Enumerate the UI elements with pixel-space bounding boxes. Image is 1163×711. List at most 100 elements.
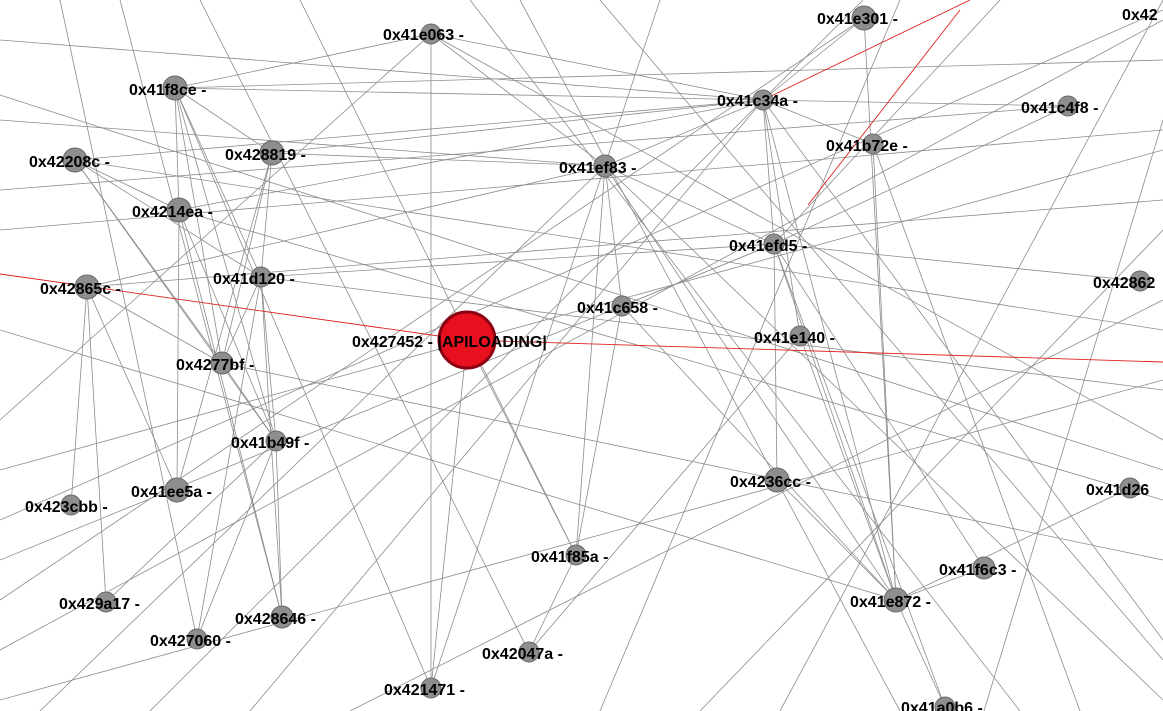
node-circle[interactable]	[166, 197, 192, 223]
graph-node[interactable]: 0x4277bf -	[176, 351, 254, 375]
graph-edge	[260, 152, 273, 278]
graph-node[interactable]: 0x42865c -	[40, 274, 121, 300]
graph-edge	[178, 209, 277, 442]
node-circle[interactable]	[764, 467, 790, 493]
node-circle[interactable]	[270, 605, 294, 629]
node-label: 0x427060 -	[150, 633, 231, 650]
graph-node[interactable]: 0x429a17 -	[59, 591, 140, 613]
node-circle[interactable]	[934, 696, 956, 711]
graph-node[interactable]: 0x41ee5a -	[131, 477, 212, 503]
graph-edge	[895, 599, 946, 708]
node-label: 0x427452 - |APILOADING|	[352, 334, 547, 351]
graph-node[interactable]: 0x41ef83 -	[559, 154, 636, 178]
graph-node[interactable]: 0x41b49f -	[231, 430, 309, 452]
node-label: 0x42865c -	[40, 281, 121, 298]
graph-edge	[39, 165, 606, 711]
graph-node[interactable]: 0x41c658 -	[577, 295, 658, 317]
node-circle[interactable]	[862, 133, 884, 155]
node-circle[interactable]	[95, 591, 117, 613]
graph-node[interactable]: 0x41d26	[1086, 477, 1149, 499]
node-label: 0x41e063 -	[383, 27, 464, 44]
graph-edge	[872, 143, 1081, 711]
graph-edge	[895, 487, 1131, 601]
graph-node[interactable]: 0x42	[1122, 3, 1163, 25]
graph-edge	[604, 165, 775, 245]
graph-node[interactable]: 0x41e140 -	[754, 325, 835, 347]
node-label: 0x41c658 -	[577, 300, 658, 317]
graph-edge	[59, 0, 198, 640]
node-circle[interactable]	[250, 266, 272, 288]
graph-edge	[604, 165, 623, 307]
graph-node[interactable]: 0x41f85a -	[531, 544, 608, 566]
graph-edge	[762, 99, 775, 245]
node-circle[interactable]	[1129, 270, 1151, 292]
graph-node[interactable]: 0x41e872 -	[850, 587, 931, 613]
graph-node[interactable]: 0x427060 -	[150, 628, 231, 650]
graph-node[interactable]: 0x41f6c3 -	[939, 556, 1016, 580]
highlighted-edge	[762, 0, 971, 101]
graph-edge	[199, 0, 530, 653]
node-circle[interactable]	[265, 430, 287, 452]
graph-edge	[174, 59, 1163, 89]
node-circle[interactable]	[972, 556, 996, 580]
node-circle[interactable]	[60, 494, 82, 516]
graph-edge	[621, 305, 897, 601]
node-circle[interactable]	[593, 154, 617, 178]
node-label: 0x428819 -	[225, 147, 306, 164]
graph-node[interactable]: 0x41a0b6 -	[901, 696, 983, 711]
graph-node[interactable]: 0x41d120 -	[213, 266, 295, 288]
graph-node[interactable]: 0x428646 -	[235, 605, 316, 629]
node-circle[interactable]	[789, 325, 811, 347]
node-circle[interactable]	[1119, 477, 1141, 499]
graph-edge	[0, 329, 897, 601]
graph-node[interactable]: 0x4236cc -	[730, 467, 811, 493]
node-circle[interactable]	[763, 233, 785, 255]
node-circle[interactable]	[164, 477, 190, 503]
graph-edge	[119, 0, 283, 618]
node-circle[interactable]	[1057, 95, 1079, 117]
graph-edge	[773, 0, 1001, 245]
node-circle[interactable]	[186, 628, 208, 650]
node-circle[interactable]	[162, 75, 188, 101]
node-circle[interactable]	[518, 641, 540, 663]
graph-node[interactable]: 0x42208c -	[29, 147, 110, 173]
node-circle[interactable]	[611, 295, 633, 317]
node-label: 0x42208c -	[29, 154, 110, 171]
graph-node[interactable]: 0x421471 -	[384, 677, 465, 699]
graph-edge	[105, 440, 277, 603]
node-label: 0x42	[1122, 7, 1158, 24]
graph-edge	[604, 165, 1163, 701]
node-circle[interactable]	[420, 23, 442, 45]
graph-edge	[983, 119, 1163, 711]
graph-edge	[74, 159, 1163, 331]
node-circle[interactable]	[752, 89, 774, 111]
graph-node[interactable]: 0x42862	[1093, 270, 1155, 292]
node-circle[interactable]	[565, 544, 587, 566]
node-circle[interactable]	[437, 310, 497, 370]
graph-node[interactable]: 0x41b72e -	[826, 133, 908, 155]
node-circle[interactable]	[851, 5, 877, 31]
graph-node[interactable]: 0x41f8ce -	[129, 75, 206, 101]
node-circle[interactable]	[420, 677, 442, 699]
graph-edge	[799, 335, 897, 601]
node-circle[interactable]	[74, 274, 100, 300]
node-circle[interactable]	[259, 140, 285, 166]
graph-node[interactable]: 0x428819 -	[225, 140, 306, 166]
graph-node[interactable]: 0x42047a -	[482, 641, 563, 663]
graph-node[interactable]: 0x41efd5 -	[729, 233, 807, 255]
node-label: 0x41c34a -	[717, 93, 798, 110]
graph-node[interactable]: 0x41e301 -	[817, 5, 898, 31]
graph-edge	[86, 286, 107, 603]
graph-node[interactable]: 0x41c4f8 -	[1021, 95, 1098, 117]
graph-node[interactable]: 0x4214ea -	[132, 197, 213, 223]
graph-edge	[776, 479, 897, 601]
graph-edge	[430, 33, 1163, 441]
graph-node[interactable]: 0x41e063 -	[383, 23, 464, 45]
graph-node[interactable]: 0x423cbb -	[25, 494, 108, 516]
graph-node[interactable]: 0x41c34a -	[717, 89, 798, 111]
selected-graph-node[interactable]: 0x427452 - |APILOADING|	[352, 310, 547, 370]
node-circle[interactable]	[62, 147, 88, 173]
node-circle[interactable]	[883, 587, 909, 613]
node-circle[interactable]	[210, 351, 234, 375]
